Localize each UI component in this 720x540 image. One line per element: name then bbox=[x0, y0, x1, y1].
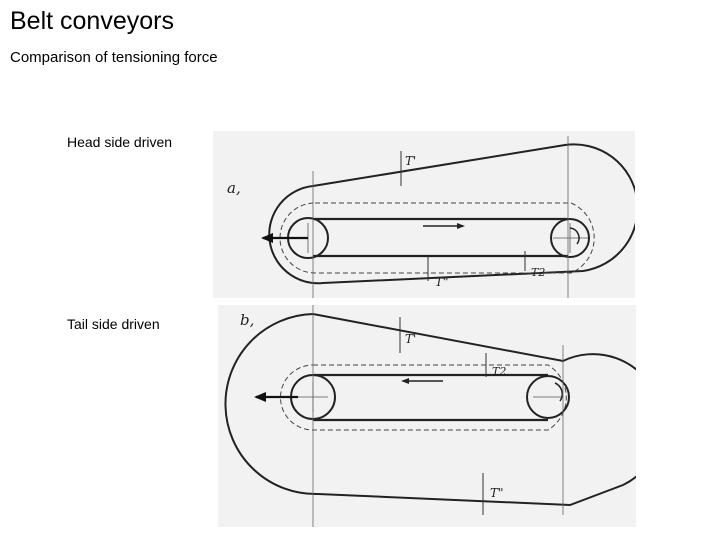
tension-envelope bbox=[224, 312, 636, 507]
tail-pulley bbox=[526, 375, 570, 419]
tail-side-driven-diagram: b, T' T2 T" bbox=[218, 305, 636, 527]
tail-side-driven-label: Tail side driven bbox=[67, 316, 160, 332]
pulley-centerlines bbox=[307, 223, 588, 253]
t-double-prime-label: T" bbox=[435, 275, 449, 289]
tail-pulley bbox=[550, 218, 590, 258]
reference-lines bbox=[312, 136, 569, 298]
t-prime-label: T' bbox=[405, 154, 416, 168]
slide-title: Belt conveyors bbox=[10, 7, 174, 35]
t2-label: T2 bbox=[492, 365, 506, 378]
head-side-driven-diagram: a, T' T2 T" bbox=[213, 131, 635, 298]
rotation-arrow bbox=[569, 227, 580, 245]
panel-letter-b: b, bbox=[240, 311, 254, 329]
belt-loop bbox=[313, 217, 568, 258]
panel-letter-a: a, bbox=[227, 179, 241, 197]
slide-subtitle: Comparison of tensioning force bbox=[10, 49, 218, 66]
reference-lines bbox=[312, 305, 564, 527]
head-side-driven-label: Head side driven bbox=[67, 134, 173, 150]
t-double-prime-label: T" bbox=[490, 486, 504, 500]
tension-envelope bbox=[268, 143, 635, 285]
rotation-arrow bbox=[554, 382, 563, 402]
pulley-centerlines bbox=[298, 382, 563, 412]
tail-side-diagram-svg: b, T' T2 T" bbox=[224, 305, 636, 527]
head-side-diagram-svg: a, T' T2 T" bbox=[227, 136, 635, 298]
t2-label: T2 bbox=[531, 266, 545, 279]
drive-arrow-head bbox=[261, 233, 273, 243]
belt-direction-head bbox=[401, 378, 409, 384]
belt-direction-head bbox=[457, 223, 465, 229]
clearance-outline bbox=[279, 202, 595, 274]
drive-arrow-head bbox=[254, 392, 266, 402]
t-prime-label: T' bbox=[405, 332, 416, 346]
belt-loop bbox=[313, 373, 548, 422]
